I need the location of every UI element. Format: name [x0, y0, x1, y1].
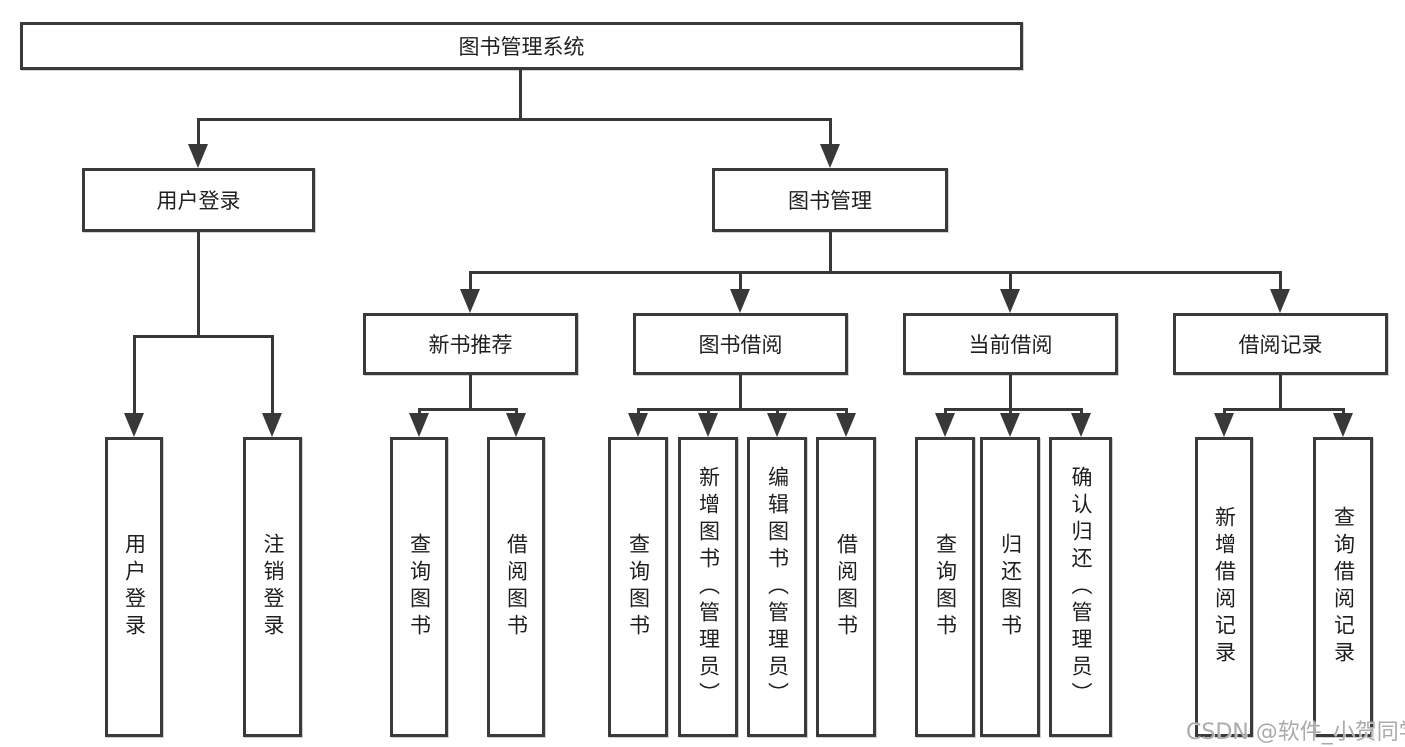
node-new-book-recommend: 新书推荐	[363, 313, 578, 375]
node-book-management: 图书管理	[712, 168, 948, 232]
connector-recommend-rail	[418, 408, 518, 411]
connector-level3-rail	[469, 271, 1282, 274]
node-library-system: 图书管理系统	[20, 22, 1023, 70]
node-current-borrow-label: 当前借阅	[968, 333, 1053, 357]
arrowhead-down-icon	[836, 413, 856, 437]
leaf-records-add-record-label: 新增借阅记录	[1212, 506, 1237, 668]
connector-root-stem	[519, 70, 522, 118]
node-new-book-recommend-label: 新书推荐	[428, 333, 513, 357]
connector-mgmt-subtree-stem	[829, 232, 832, 271]
connector-leaf-stem	[1009, 271, 1012, 289]
connector-leaf-stem	[133, 335, 136, 413]
connector-user-login-stem	[197, 118, 200, 144]
arrowhead-down-icon	[262, 413, 282, 437]
connector-leaf-stem	[418, 408, 421, 415]
leaf-records-query-record-label: 查询借阅记录	[1331, 506, 1356, 668]
leaf-user-login: 用户登录	[105, 437, 163, 737]
connector-user-subtree-rail	[133, 335, 274, 338]
leaf-borrow-edit-books-admin-label: 编辑图书（管理员）	[765, 465, 790, 709]
connector-leaf-stem	[1080, 408, 1083, 415]
leaf-recommend-borrow-books-label: 借阅图书	[504, 533, 529, 641]
arrowhead-down-icon	[1270, 289, 1290, 313]
leaf-borrow-edit-books-admin: 编辑图书（管理员）	[747, 437, 807, 737]
arrowhead-down-icon	[1333, 413, 1353, 437]
connector-leaf-stem	[776, 408, 779, 415]
connector-borrow-rail	[637, 408, 848, 411]
connector-leaf-stem	[739, 271, 742, 289]
leaf-borrow-borrow-books-label: 借阅图书	[834, 533, 859, 641]
node-user-login: 用户登录	[82, 168, 315, 232]
connector-leaf-stem	[1009, 408, 1012, 415]
leaf-current-query-books: 查询图书	[915, 437, 975, 737]
arrowhead-down-icon	[409, 413, 429, 437]
arrowhead-down-icon	[460, 289, 480, 313]
leaf-logout-label: 注销登录	[261, 533, 285, 641]
node-borrow-records-label: 借阅记录	[1238, 333, 1323, 357]
arrowhead-down-icon	[1214, 413, 1234, 437]
connector-book-mgmt-stem	[829, 118, 832, 144]
node-user-login-label: 用户登录	[156, 189, 241, 213]
leaf-current-query-books-label: 查询图书	[933, 533, 958, 641]
leaf-recommend-query-books-label: 查询图书	[407, 533, 432, 641]
arrowhead-down-icon	[1000, 413, 1020, 437]
connector-current-stem	[1009, 375, 1012, 408]
node-book-management-label: 图书管理	[788, 189, 872, 213]
leaf-current-confirm-return-admin-label: 确认归还（管理员）	[1069, 465, 1093, 709]
leaf-records-query-record: 查询借阅记录	[1313, 437, 1373, 737]
connector-level2-rail	[197, 118, 831, 121]
connector-leaf-stem	[271, 335, 274, 413]
leaf-borrow-query-books: 查询图书	[608, 437, 668, 737]
csdn-watermark: CSDN @软件_小贺同学	[1186, 720, 1405, 745]
node-book-borrow: 图书借阅	[633, 313, 848, 375]
node-borrow-records: 借阅记录	[1173, 313, 1388, 375]
connector-leaf-stem	[1223, 408, 1226, 415]
connector-records-rail	[1223, 408, 1344, 411]
leaf-user-login-label: 用户登录	[122, 533, 147, 641]
leaf-borrow-borrow-books: 借阅图书	[816, 437, 876, 737]
node-library-system-label: 图书管理系统	[458, 35, 585, 59]
connector-borrow-stem	[739, 375, 742, 408]
leaf-recommend-borrow-books: 借阅图书	[487, 437, 545, 737]
arrowhead-down-icon	[730, 289, 750, 313]
arrowhead-down-icon	[188, 144, 208, 168]
connector-leaf-stem	[1342, 408, 1345, 415]
connector-current-rail	[944, 408, 1083, 411]
leaf-logout: 注销登录	[243, 437, 302, 737]
arrowhead-down-icon	[506, 413, 526, 437]
leaf-current-return-books: 归还图书	[980, 437, 1040, 737]
connector-records-stem	[1279, 375, 1282, 408]
leaf-current-return-books-label: 归还图书	[998, 533, 1023, 641]
arrowhead-down-icon	[935, 413, 955, 437]
arrowhead-down-icon	[628, 413, 648, 437]
connector-leaf-stem	[469, 271, 472, 289]
node-current-borrow: 当前借阅	[903, 313, 1118, 375]
connector-leaf-stem	[515, 408, 518, 415]
arrowhead-down-icon	[1000, 289, 1020, 313]
connector-leaf-stem	[1279, 271, 1282, 289]
connector-leaf-stem	[637, 408, 640, 415]
leaf-borrow-query-books-label: 查询图书	[626, 533, 651, 641]
leaf-borrow-add-books-admin: 新增图书（管理员）	[678, 437, 738, 737]
connector-leaf-stem	[944, 408, 947, 415]
connector-user-subtree-stem	[197, 232, 200, 335]
arrowhead-down-icon	[767, 413, 787, 437]
connector-leaf-stem	[845, 408, 848, 415]
arrowhead-down-icon	[820, 144, 840, 168]
leaf-current-confirm-return-admin: 确认归还（管理员）	[1049, 437, 1112, 737]
connector-recommend-stem	[469, 375, 472, 408]
connector-leaf-stem	[707, 408, 710, 415]
arrowhead-down-icon	[698, 413, 718, 437]
node-book-borrow-label: 图书借阅	[698, 333, 783, 357]
leaf-borrow-add-books-admin-label: 新增图书（管理员）	[696, 465, 721, 709]
leaf-recommend-query-books: 查询图书	[390, 437, 448, 737]
leaf-records-add-record: 新增借阅记录	[1195, 437, 1253, 737]
arrowhead-down-icon	[1071, 413, 1091, 437]
arrowhead-down-icon	[124, 413, 144, 437]
